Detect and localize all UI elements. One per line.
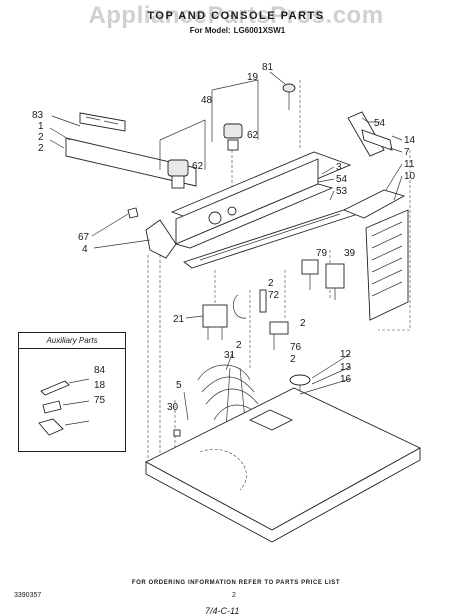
sensor-parts [232, 289, 289, 350]
exploded-parts-diagram: 81 19 48 83 1 2 62 62 54 14 7 3 54 53 11… [32, 62, 421, 543]
auxiliary-parts-title: Auxiliary Parts [19, 333, 125, 349]
leader-lines [49, 71, 403, 395]
model-line: For Model:LG6001XSW1 [0, 26, 472, 35]
callout-label: 7 [404, 147, 410, 158]
callout-label: 83 [32, 110, 44, 121]
model-label: For Model: [189, 26, 231, 35]
callout-label: 48 [201, 95, 213, 106]
callout-label: 19 [247, 72, 259, 83]
callout-label: 2 [300, 318, 306, 329]
aux-item-label: 75 [94, 395, 106, 406]
aux-item-label: 18 [94, 380, 106, 391]
watermark-logo: AppliancePartsPros.com [88, 2, 384, 29]
callout-label: 62 [247, 130, 259, 141]
auxiliary-parts-drawing [38, 378, 90, 436]
side-end-piece-part [127, 207, 177, 259]
callout-label: 79 [316, 248, 328, 259]
switch-parts [301, 259, 345, 300]
callout-label: 62 [192, 161, 204, 172]
hardware-parts-right [289, 374, 311, 392]
model-value: LG6001XSW1 [233, 26, 286, 35]
callout-label: 21 [173, 314, 185, 325]
auxiliary-parts-box: Auxiliary Parts 84 18 75 [18, 332, 126, 452]
callout-label: 53 [336, 186, 348, 197]
callout-label: 54 [374, 118, 386, 129]
handwritten-note: 7/4-C-11 [205, 606, 240, 616]
ordering-note: FOR ORDERING INFORMATION REFER TO PARTS … [131, 580, 341, 586]
callout-label: 2 [38, 143, 44, 154]
console-panel-part [170, 151, 352, 249]
right-bracket-part [347, 111, 393, 157]
callout-label: 72 [268, 290, 280, 301]
timer-knob-parts [159, 79, 259, 189]
aux-item-label: 84 [94, 365, 106, 376]
page-title: TOP AND CONSOLE PARTS [147, 10, 325, 22]
callout-label: 13 [340, 362, 352, 373]
callout-label: 12 [340, 349, 352, 360]
callout-label: 2 [268, 278, 274, 289]
callout-label: 4 [82, 244, 88, 255]
callout-labels: 81 19 48 83 1 2 62 62 54 14 7 3 54 53 11… [32, 62, 416, 413]
part-81 [282, 83, 296, 110]
hardware-parts-left [173, 391, 189, 437]
callout-label: 54 [336, 174, 348, 185]
callout-label: 14 [404, 135, 416, 146]
lint-filter-part [342, 189, 409, 321]
callout-label: 3 [336, 162, 342, 173]
end-cap-part [65, 112, 197, 187]
callout-label: 39 [344, 248, 356, 259]
page-number: 2 [232, 592, 236, 599]
callout-label: 31 [224, 350, 236, 361]
terminal-block-part [202, 304, 228, 340]
callout-label: 2 [236, 340, 242, 351]
callout-label: 1 [38, 121, 44, 132]
callout-label: 30 [167, 402, 179, 413]
callout-label: 11 [404, 159, 415, 170]
callout-label: 16 [340, 374, 352, 385]
callout-label: 5 [176, 380, 182, 391]
callout-label: 10 [404, 171, 416, 182]
callout-label: 67 [78, 232, 90, 243]
callout-label: 2 [290, 354, 296, 365]
document-number: 3390357 [14, 592, 42, 599]
callout-label: 2 [38, 132, 44, 143]
callout-label: 76 [290, 342, 302, 353]
cabinet-top-part [145, 387, 421, 543]
callout-label: 81 [262, 62, 274, 73]
